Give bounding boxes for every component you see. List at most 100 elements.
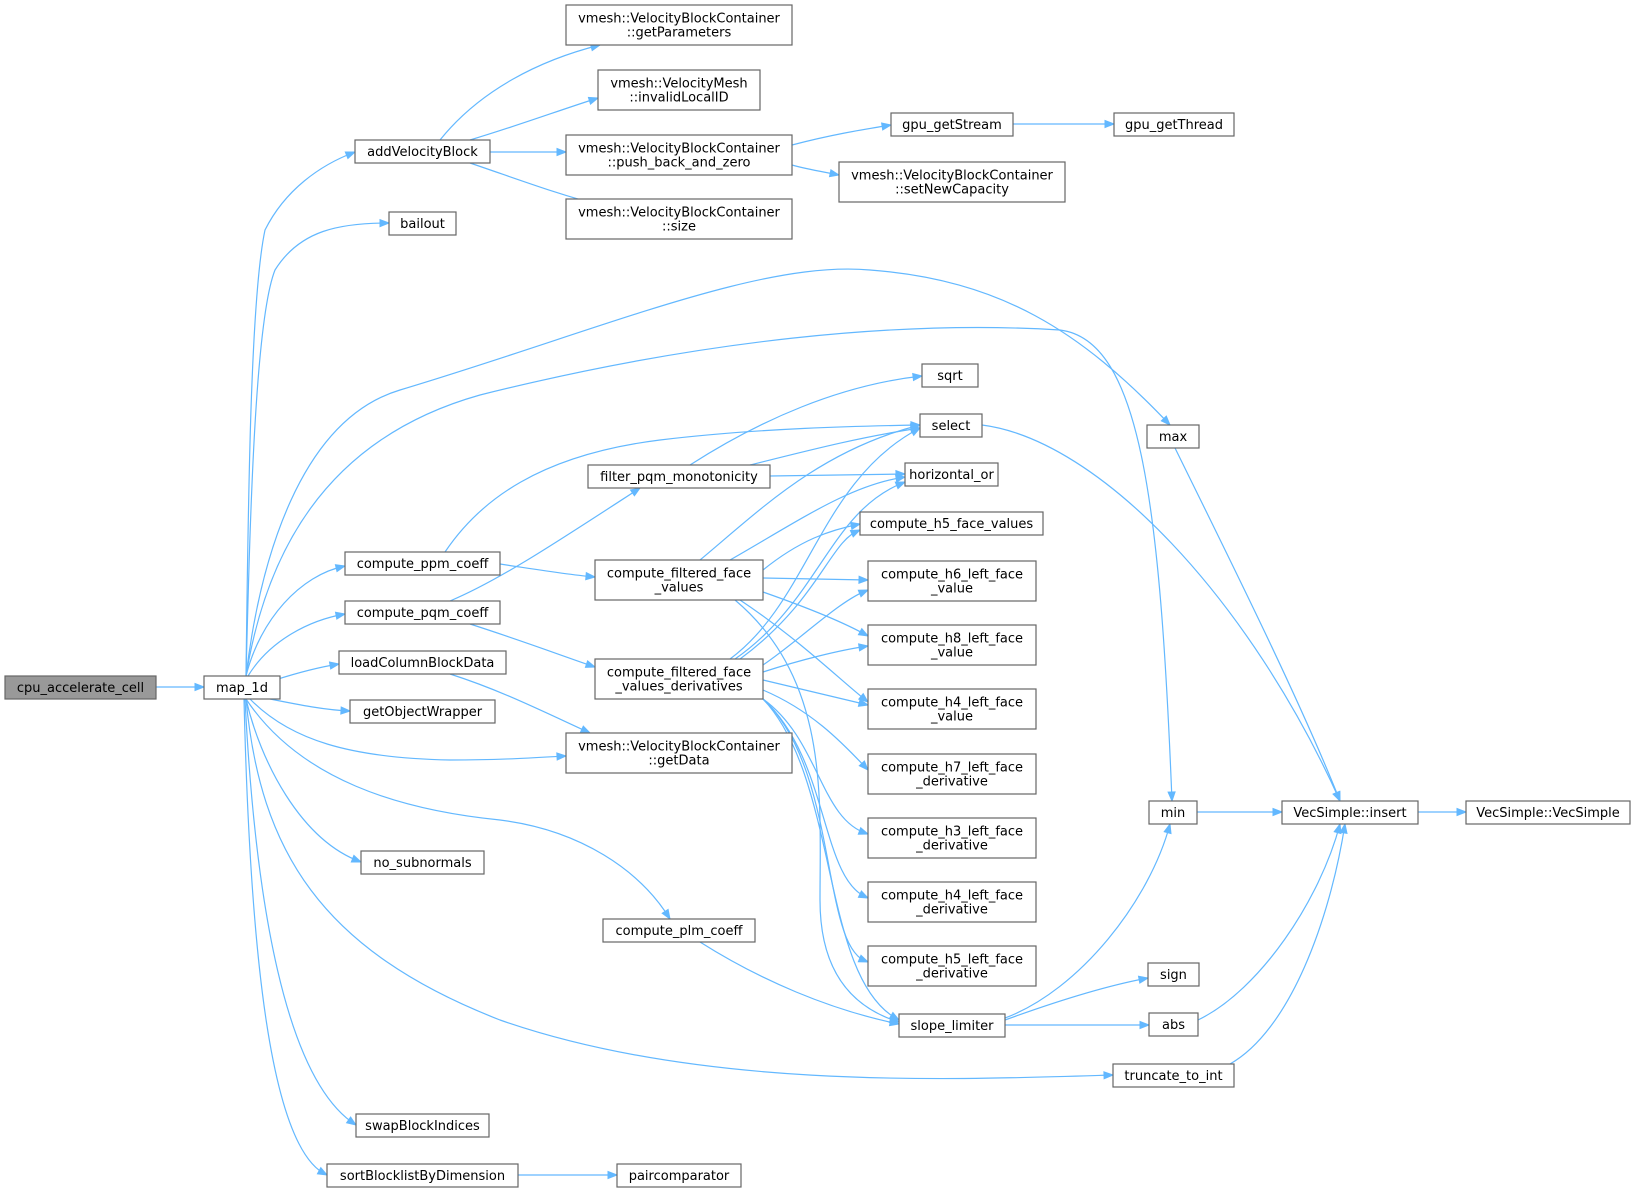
node-label: ::invalidLocalID	[629, 91, 728, 106]
node-label: swapBlockIndices	[365, 1119, 480, 1134]
node-label: map_1d	[216, 681, 268, 696]
node-label: compute_filtered_face	[607, 567, 751, 582]
node-label: compute_h5_left_face	[881, 953, 1023, 968]
node-compute-h4-left-face-value[interactable]: compute_h4_left_face_value	[867, 688, 1037, 730]
edge-slope_limiter-to-abs	[1005, 1020, 1151, 1030]
node-size[interactable]: vmesh::VelocityBlockContainer::size	[565, 198, 793, 240]
edge-map_1d-to-compute_pqm_coeff	[247, 611, 347, 677]
node-slope-limiter[interactable]: slope_limiter	[898, 1013, 1006, 1038]
node-compute-h5-left-face-derivative[interactable]: compute_h5_left_face_derivative	[867, 945, 1037, 987]
node-label: compute_h3_left_face	[881, 825, 1023, 840]
node-label: VecSimple::VecSimple	[1476, 806, 1620, 821]
node-map-1d[interactable]: map_1d	[203, 675, 281, 700]
node-label: cpu_accelerate_cell	[17, 681, 144, 696]
node-label: slope_limiter	[910, 1019, 994, 1034]
arrowhead	[585, 571, 597, 581]
node-label: _values	[654, 581, 704, 596]
node-addvelocityblock[interactable]: addVelocityBlock	[354, 139, 491, 164]
edge-compute_filtered_face_values-to-compute_h4_left_face_value	[739, 599, 870, 703]
node-paircomparator[interactable]: paircomparator	[616, 1163, 742, 1188]
node-sign[interactable]: sign	[1147, 962, 1200, 987]
edge-compute_filtered_face_values_derivatives-to-compute_h4_left_face_derivative	[762, 698, 870, 899]
node-label: vmesh::VelocityBlockContainer	[578, 740, 780, 755]
node-label: vmesh::VelocityBlockContainer	[578, 206, 780, 221]
arrowhead	[888, 1011, 901, 1021]
node-label: sign	[1160, 968, 1187, 983]
arrowhead	[328, 661, 341, 670]
node-sqrt[interactable]: sqrt	[921, 363, 979, 388]
arrowhead	[857, 589, 870, 598]
node-label: max	[1159, 430, 1188, 445]
arrowhead	[880, 122, 893, 131]
arrowhead	[1139, 1020, 1151, 1030]
node-setnewcapacity[interactable]: vmesh::VelocityBlockContainer::setNewCap…	[838, 161, 1066, 203]
edge-map_1d-to-compute_ppm_coeff	[245, 564, 347, 677]
edge-compute_filtered_face_values_derivatives-to-compute_h5_left_face_derivative	[762, 698, 870, 963]
edge-sortBlocklistByDimension-to-paircomparator	[518, 1170, 619, 1180]
node-label: _derivative	[915, 903, 988, 918]
node-compute-h7-left-face-derivative[interactable]: compute_h7_left_face_derivative	[867, 753, 1037, 795]
node-label: compute_filtered_face	[607, 666, 751, 681]
edge-map_1d-to-sortBlocklistByDimension	[243, 698, 329, 1176]
arrowhead	[194, 682, 206, 692]
node-select[interactable]: select	[919, 413, 983, 438]
node-compute-h3-left-face-derivative[interactable]: compute_h3_left_face_derivative	[867, 817, 1037, 859]
node-compute-pqm-coeff[interactable]: compute_pqm_coeff	[344, 600, 501, 625]
arrowhead	[1339, 822, 1348, 835]
node-compute-filtered-face-values[interactable]: compute_filtered_face_values	[594, 559, 764, 601]
node-no-subnormals[interactable]: no_subnormals	[360, 850, 485, 875]
node-gpu-getthread[interactable]: gpu_getThread	[1113, 112, 1235, 137]
node-label: min	[1161, 806, 1186, 821]
node-vecsimple-insert[interactable]: VecSimple::insert	[1281, 800, 1419, 825]
node-bailout[interactable]: bailout	[388, 211, 457, 236]
arrowhead	[1456, 807, 1468, 817]
node-invalidlocalid[interactable]: vmesh::VelocityMesh::invalidLocalID	[597, 69, 761, 111]
edge-map_1d-to-loadColumnBlockData	[274, 661, 341, 681]
node-push-back-and-zero[interactable]: vmesh::VelocityBlockContainer::push_back…	[565, 134, 793, 176]
node-label: ::setNewCapacity	[895, 183, 1009, 198]
node-compute-h4-left-face-derivative[interactable]: compute_h4_left_face_derivative	[867, 881, 1037, 923]
node-compute-ppm-coeff[interactable]: compute_ppm_coeff	[344, 551, 501, 576]
node-getobjectwrapper[interactable]: getObjectWrapper	[349, 699, 496, 724]
node-label: paircomparator	[629, 1169, 730, 1184]
node-gpu-getstream[interactable]: gpu_getStream	[890, 112, 1014, 137]
node-abs[interactable]: abs	[1148, 1012, 1199, 1037]
edge-compute_filtered_face_values_derivatives-to-select	[729, 427, 922, 660]
node-label: vmesh::VelocityBlockContainer	[578, 142, 780, 157]
node-horizontal-or[interactable]: horizontal_or	[904, 462, 999, 487]
node-compute-h5-face-values[interactable]: compute_h5_face_values	[859, 511, 1044, 536]
node-getdata[interactable]: vmesh::VelocityBlockContainer::getData	[565, 732, 793, 774]
arrowhead	[857, 954, 870, 963]
node-truncate-to-int[interactable]: truncate_to_int	[1112, 1063, 1235, 1088]
arrowhead	[894, 474, 907, 483]
edge-compute_filtered_face_values_derivatives-to-horizontal_or	[734, 481, 907, 660]
node-sortblocklistbydimension[interactable]: sortBlocklistByDimension	[326, 1163, 519, 1188]
edge-compute_filtered_face_values_derivatives-to-compute_h7_left_face_derivative	[762, 689, 869, 772]
node-compute-plm-coeff[interactable]: compute_plm_coeff	[602, 918, 756, 943]
node-vecsimple-vecsimple[interactable]: VecSimple::VecSimple	[1465, 800, 1631, 825]
edge-compute_filtered_face_values_derivatives-to-compute_h3_left_face_derivative	[762, 698, 870, 835]
arrowhead	[1163, 822, 1172, 835]
node-label: _values_derivatives	[614, 680, 743, 695]
node-filter-pqm-monotonicity[interactable]: filter_pqm_monotonicity	[587, 464, 771, 489]
node-loadcolumnblockdata[interactable]: loadColumnBlockData	[338, 650, 507, 675]
node-getparameters[interactable]: vmesh::VelocityBlockContainer::getParame…	[565, 4, 793, 46]
node-max[interactable]: max	[1146, 424, 1200, 449]
arrowhead	[350, 854, 363, 863]
node-compute-filtered-face-values-derivatives[interactable]: compute_filtered_face_values_derivatives	[594, 658, 764, 700]
arrowhead	[1160, 415, 1171, 427]
edge-compute_filtered_face_values_derivatives-to-compute_h5_face_values	[739, 529, 862, 660]
node-compute-h6-left-face-value[interactable]: compute_h6_left_face_value	[867, 560, 1037, 602]
edge-filter_pqm_monotonicity-to-horizontal_or	[769, 469, 907, 479]
edge-push_back_and_zero-to-gpu_getStream	[791, 122, 893, 146]
arrowhead	[828, 168, 841, 178]
edge-compute_ppm_coeff-to-compute_filtered_face_values	[499, 563, 597, 581]
node-swapblockindices[interactable]: swapBlockIndices	[355, 1113, 490, 1138]
node-compute-h8-left-face-value[interactable]: compute_h8_left_face_value	[867, 624, 1037, 666]
node-min[interactable]: min	[1148, 800, 1198, 825]
node-label: sortBlocklistByDimension	[340, 1169, 505, 1184]
edge-compute_filtered_face_values-to-horizontal_or	[729, 474, 907, 561]
node-cpu-accelerate-cell[interactable]: cpu_accelerate_cell	[4, 675, 157, 700]
node-label: select	[932, 419, 971, 434]
node-label: ::getData	[648, 754, 709, 769]
